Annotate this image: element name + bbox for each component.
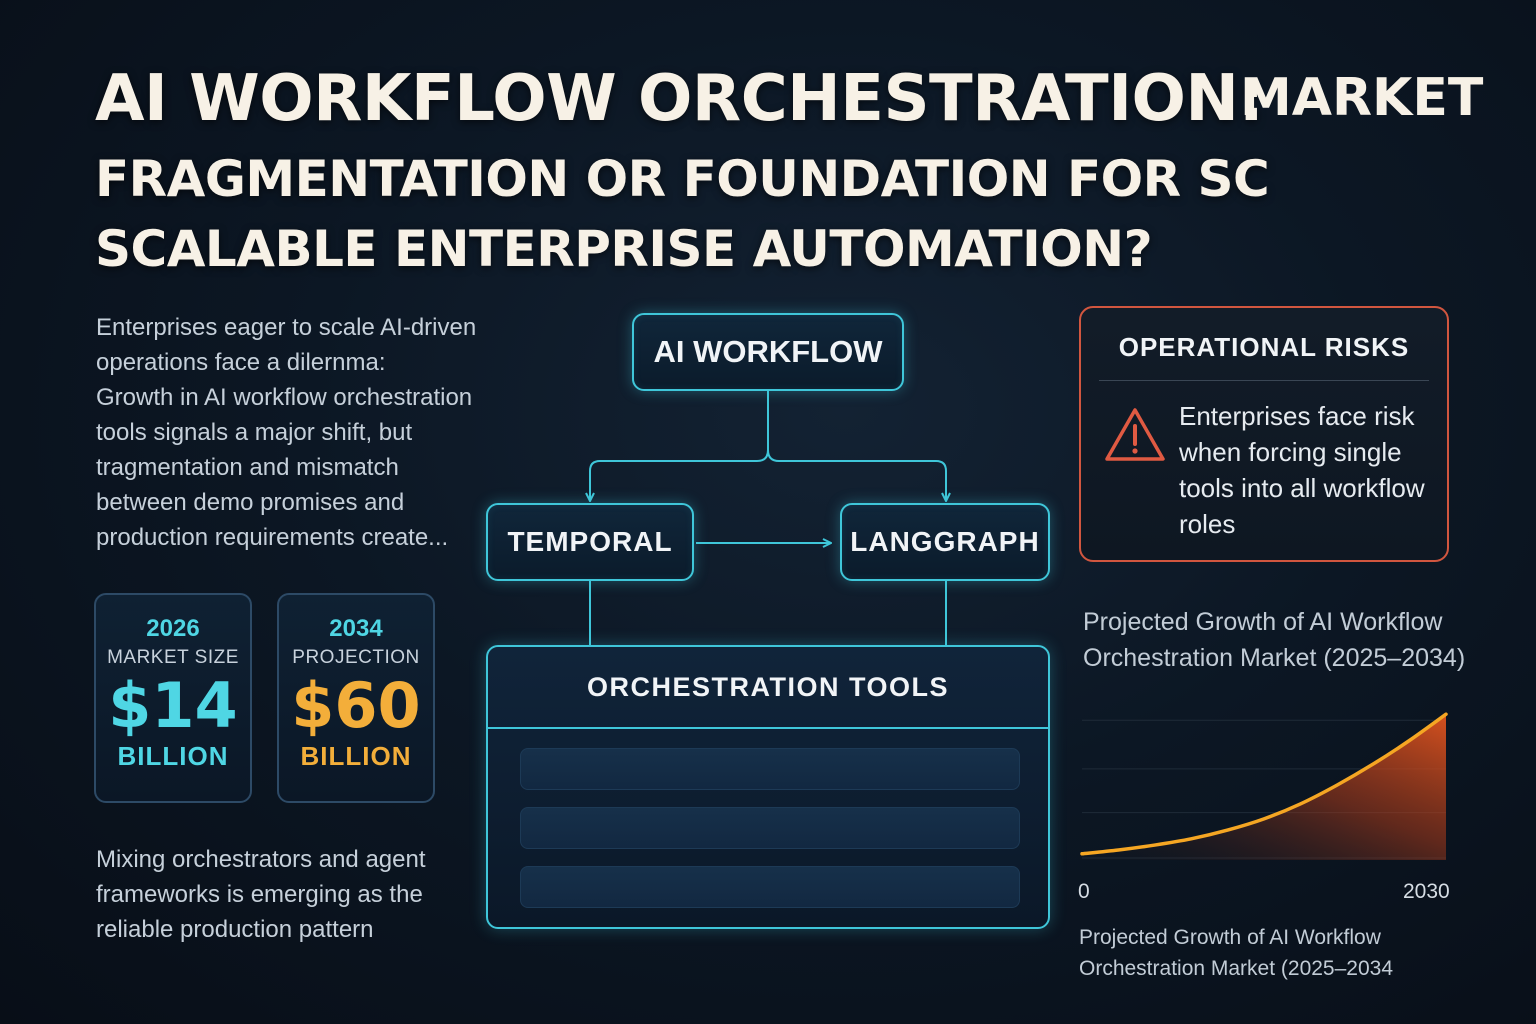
stat-unit: BILLION [300,741,412,771]
series-area [1082,714,1446,860]
stat-label: MARKET SIZE [107,647,239,668]
risk-card-divider [1099,380,1429,381]
stat-label: PROJECTION [292,647,420,668]
intro-paragraph-1: Enterprises eager to scale AI-driven ope… [96,314,477,376]
stat-value: $14 [108,669,238,742]
title-line-1-suffix: MARKET [1240,68,1484,128]
branch-connector [590,391,946,500]
tools-panel-title: ORCHESTRATION TOOLS [488,647,1048,729]
tool-placeholder-bar [520,807,1020,849]
growth-area-chart [1080,712,1448,860]
title-line-3: SCALABLE ENTERPRISE AUTOMATION? [95,220,1153,278]
chart-title: Projected Growth of AI Workflow Orchestr… [1083,608,1466,672]
node-ai-workflow: AI WORKFLOW [632,313,904,391]
warning-icon [1105,408,1165,461]
series-line [1080,712,1448,856]
outro-paragraph: Mixing orchestrators and agent framework… [96,846,426,943]
stat-card-projection: 2034 PROJECTION $60 BILLION [277,593,435,803]
stat-year: 2026 [146,615,200,642]
tool-placeholder-bar [520,748,1020,790]
x-tick-label: 2030 [1403,880,1450,903]
title-line-1: AI WORKFLOW ORCHESTRATION: [95,62,1264,136]
intro-paragraph-2: Growth in AI workflow orchestration tool… [96,384,473,551]
orchestration-tools-panel: ORCHESTRATION TOOLS [486,645,1050,929]
risk-card-text: Enterprises face risk when forcing singl… [1179,401,1425,539]
x-tick-label: 0 [1078,880,1090,903]
stat-year: 2034 [329,615,383,642]
node-langgraph: LANGGRAPH [840,503,1050,581]
title-line-2: FRAGMENTATION OR FOUNDATION FOR SC [95,150,1270,208]
tool-placeholder-bar [520,866,1020,908]
node-temporal: TEMPORAL [486,503,694,581]
risk-card-title: OPERATIONAL RISKS [1118,332,1410,362]
stat-unit: BILLION [117,741,229,771]
stat-value: $60 [291,669,421,742]
operational-risks-card: OPERATIONAL RISKS Enterprises face risk … [1079,306,1449,562]
stat-card-market-size: 2026 MARKET SIZE $14 BILLION [94,593,252,803]
chart-caption: Projected Growth of AI Workflow Orchestr… [1079,926,1394,980]
